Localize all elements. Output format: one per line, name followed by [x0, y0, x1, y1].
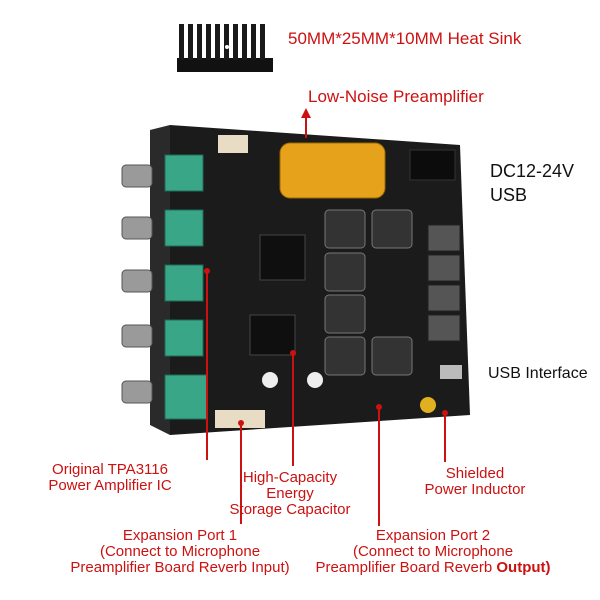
inductor-label-line1: Shielded [445, 465, 505, 482]
port2-line3-wrap: Preamplifier Board Reverb Output) [298, 558, 568, 576]
port1-line2: (Connect to Microphone [99, 542, 261, 560]
port2-line3: Preamplifier Board Reverb [315, 558, 493, 576]
capacitor-label: High-Capacity Energy Storage Capacitor [210, 470, 370, 517]
heat-sink-label: 50MM*25MM*10MM Heat Sink [288, 29, 522, 48]
capacitor-label-line1: High-Capacity [242, 469, 338, 486]
inductor-label: Shielded Power Inductor [390, 466, 560, 498]
dc-voltage-label: DC12-24V [490, 161, 575, 181]
tpa-label-line2: Power Amplifier IC [48, 476, 172, 494]
port2-line3-suffix: Output) [496, 558, 551, 576]
heat-sink-image [177, 24, 273, 72]
port2-line2: (Connect to Microphone [352, 542, 514, 560]
port1-line3: Preamplifier Board Reverb Input) [70, 558, 290, 576]
port2-line1: Expansion Port 2 [375, 527, 491, 544]
expansion-port1-label: Expansion Port 1 (Connect to Microphone … [50, 528, 310, 575]
tpa-label-line1: Original TPA3116 [52, 461, 168, 478]
inductor-label-line2: Power Inductor [424, 480, 526, 498]
usb-label: USB [490, 185, 528, 205]
expansion-port2-label: Expansion Port 2 (Connect to Microphone … [298, 528, 568, 575]
port1-line1: Expansion Port 1 [122, 527, 238, 544]
capacitor-label-line3: Storage Capacitor [229, 500, 351, 518]
capacitor-label-line2: Energy [266, 484, 314, 502]
usb-interface-label: USB Interface [488, 365, 588, 382]
amplifier-board-image [121, 125, 470, 435]
tpa-label: Original TPA3116 Power Amplifier IC [20, 462, 200, 494]
preamp-label: Low-Noise Preamplifier [308, 87, 484, 106]
